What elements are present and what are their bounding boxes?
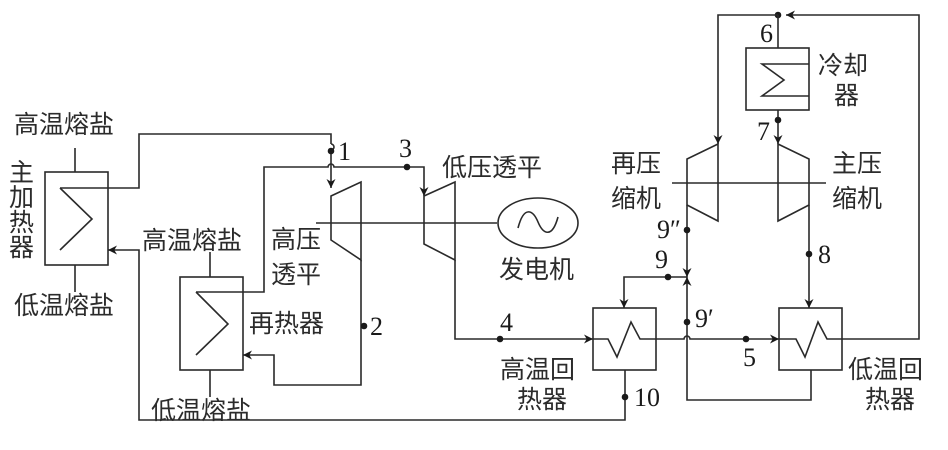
lp-turbine-shape <box>423 180 456 262</box>
state-point-1-label: 1 <box>338 137 351 166</box>
cooler-label-2: 器 <box>834 81 859 110</box>
cooler-label-1: 冷却 <box>818 51 868 80</box>
state-point-2-dot <box>360 322 368 330</box>
pipe-point9-to-htr <box>619 276 687 308</box>
state-point-1-dot <box>327 147 335 155</box>
state-point-9dprime-label: 9″ <box>657 215 681 244</box>
hp-turbine-shape <box>330 180 362 262</box>
state-point-9prime-label: 9′ <box>695 304 714 333</box>
pipe-ltr-to-point9 <box>682 277 812 401</box>
main-compressor-label-2: 缩机 <box>832 184 882 213</box>
state-point-3-label: 3 <box>399 134 412 163</box>
pipe-reheater-to-lp-turbine <box>196 163 429 293</box>
recompressor-shape <box>686 142 719 223</box>
main-heater-cold-salt-label: 低温熔盐 <box>14 291 114 320</box>
recompressor-label-2: 缩机 <box>611 184 661 213</box>
state-point-2-label: 2 <box>370 312 383 341</box>
main-heater <box>44 148 109 292</box>
main-heater-label-1: 主 <box>9 158 34 187</box>
htr-zigzag-icon <box>593 320 656 359</box>
state-point-9-dot <box>664 273 672 281</box>
pipe-point6-to-recompressor <box>713 14 778 144</box>
state-point-3-dot <box>403 163 411 171</box>
pipe-hp-turbine-to-reheater <box>243 260 362 386</box>
state-point-6-label: 6 <box>760 19 773 48</box>
htr-label-1: 高温回 <box>500 355 575 384</box>
reheater <box>179 252 244 397</box>
state-point-9-label: 9 <box>655 245 668 274</box>
main-heater-label-3: 热 <box>9 208 34 237</box>
generator-label: 发电机 <box>499 255 574 284</box>
pipe-htr-to-ltr <box>656 334 779 344</box>
lp-turbine-label: 低压透平 <box>442 153 542 182</box>
htr-label-2: 热器 <box>517 385 567 414</box>
state-point-4-dot <box>496 335 504 343</box>
reheater-coil-icon <box>195 291 230 356</box>
state-point-5-dot <box>742 335 750 343</box>
hp-turbine-label-2: 透平 <box>271 260 321 289</box>
generator-sine-icon <box>517 211 559 234</box>
reheater-hot-salt-label: 高温熔盐 <box>142 226 242 255</box>
cooler-coil-icon <box>759 63 809 97</box>
ltr-label-1: 低温回 <box>848 355 923 384</box>
hp-turbine-label-1: 高压 <box>271 225 321 254</box>
pipe-heater-to-hp-turbine <box>60 133 332 189</box>
state-point-8-dot <box>805 250 813 258</box>
state-point-9dprime-dot <box>683 226 691 234</box>
state-point-7-label: 7 <box>757 117 770 146</box>
state-point-5-label: 5 <box>743 343 756 372</box>
generator-shape <box>497 197 579 249</box>
main-heater-label-4: 器 <box>9 233 34 262</box>
state-point-8-label: 8 <box>818 240 831 269</box>
pipe-lp-turbine-to-htr <box>454 260 593 344</box>
ltr-label-2: 热器 <box>865 385 915 414</box>
reheater-cold-salt-label: 低温熔盐 <box>151 396 251 425</box>
state-point-10-label: 10 <box>634 383 660 412</box>
pipe-ltr-to-point6 <box>786 10 920 340</box>
cooler-box <box>745 47 810 111</box>
state-point-7-dot <box>774 116 782 124</box>
reheater-box <box>179 276 244 371</box>
main-heater-hot-salt-label: 高温熔盐 <box>14 110 114 139</box>
pipe-htr-to-main-heater <box>108 245 626 421</box>
state-point-10-dot <box>621 393 629 401</box>
recompressor-label-1: 再压 <box>611 149 661 178</box>
main-heater-box <box>44 171 109 266</box>
state-point-9prime-dot <box>683 318 691 326</box>
state-point-4-label: 4 <box>500 308 513 337</box>
main-compressor-label-1: 主压 <box>832 149 882 178</box>
main-heater-label-2: 加 <box>9 183 34 212</box>
reheater-label: 再热器 <box>249 309 324 338</box>
ltr-zigzag-icon <box>779 320 842 360</box>
main-heater-coil-icon <box>59 187 94 251</box>
